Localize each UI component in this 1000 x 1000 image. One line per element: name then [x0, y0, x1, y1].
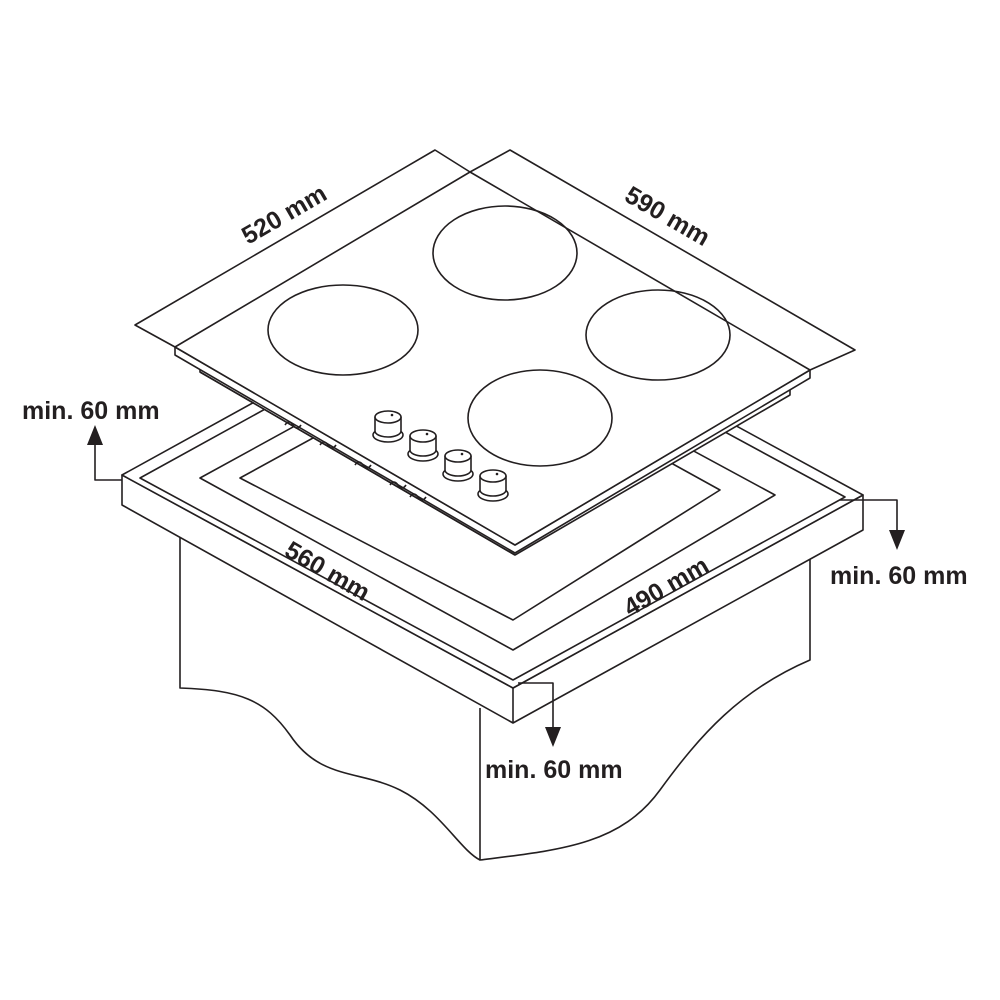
- knobs: [372, 410, 509, 502]
- back-clearance-label: min. 60 mm: [22, 397, 160, 425]
- front-clearance-label: min. 60 mm: [485, 756, 623, 784]
- burner-left: [267, 284, 419, 376]
- hob: [174, 171, 811, 556]
- dimension-lines: [134, 149, 856, 371]
- knob: [407, 429, 439, 462]
- cabinet: [179, 530, 811, 861]
- burner-back: [432, 205, 578, 301]
- clearance-arrows: [87, 425, 905, 747]
- knob: [442, 449, 474, 482]
- knob: [372, 410, 404, 443]
- arrow-down-icon: [545, 727, 561, 747]
- side-clearance-label: min. 60 mm: [830, 562, 968, 590]
- arrow-down-icon: [889, 530, 905, 550]
- knob: [477, 469, 509, 502]
- hob-depth-label: 520 mm: [237, 179, 332, 250]
- burner-right: [585, 289, 731, 381]
- arrow-up-icon: [87, 425, 103, 445]
- burner-front: [467, 369, 613, 467]
